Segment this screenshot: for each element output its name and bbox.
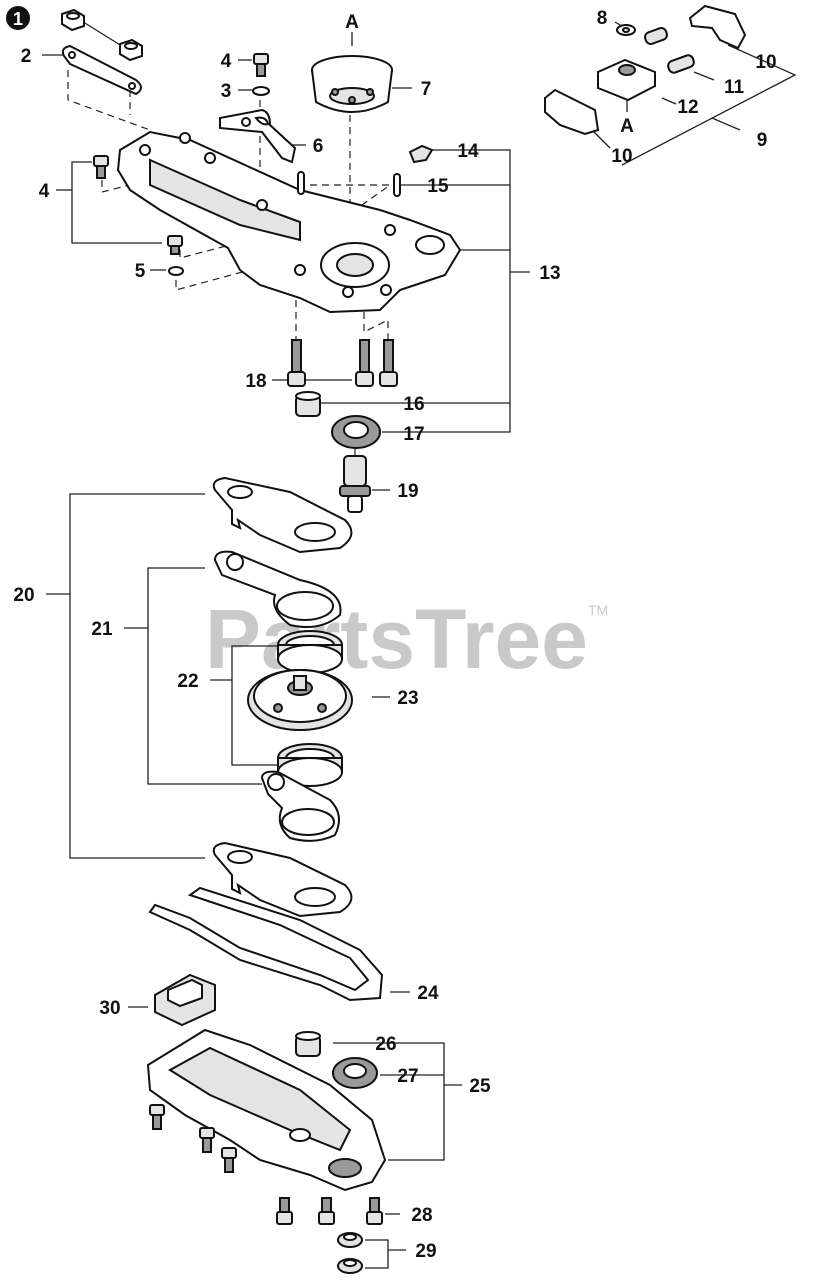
part-screws-lower bbox=[149, 1104, 383, 1225]
part-screws-long bbox=[287, 339, 398, 387]
callout-1-marker bbox=[6, 6, 30, 30]
callout-1: 1 bbox=[13, 9, 23, 29]
part-ball-bearing-27 bbox=[332, 1057, 378, 1089]
callout-12: 12 bbox=[677, 97, 698, 118]
callout-28: 28 bbox=[411, 1205, 432, 1226]
callout-7: 7 bbox=[421, 79, 432, 100]
callout-2: 2 bbox=[21, 46, 32, 67]
callout-16: 16 bbox=[403, 394, 424, 415]
part-gear-23 bbox=[247, 669, 353, 731]
part-needle-bearing-22-bottom bbox=[277, 743, 343, 787]
part-ball-bearing-17 bbox=[331, 415, 381, 449]
part-needle-bearing-22-top bbox=[277, 630, 343, 674]
callout-10-top: 10 bbox=[755, 52, 776, 73]
part-pad-30 bbox=[154, 973, 216, 1027]
section-mark-a-top: A bbox=[345, 12, 359, 33]
watermark-text: PartsTree bbox=[205, 592, 588, 686]
part-needle-bearing-26 bbox=[295, 1031, 321, 1057]
callout-18: 18 bbox=[245, 371, 266, 392]
part-gear-case-lower bbox=[146, 1028, 387, 1192]
callout-26: 26 bbox=[375, 1034, 396, 1055]
part-grease-fitting bbox=[408, 144, 434, 164]
callout-25: 25 bbox=[469, 1076, 491, 1097]
section-mark-a-right: A bbox=[620, 116, 634, 137]
part-nut bbox=[61, 8, 143, 62]
callout-23: 23 bbox=[397, 688, 418, 709]
part-washer-21-top bbox=[213, 550, 342, 628]
part-gasket-20-top bbox=[212, 476, 353, 554]
callout-10-bottom: 10 bbox=[611, 146, 632, 167]
part-dowel-pins bbox=[297, 171, 401, 197]
callout-13: 13 bbox=[539, 263, 560, 284]
callout-24: 24 bbox=[417, 983, 439, 1004]
callout-17: 17 bbox=[403, 424, 424, 445]
section-marks bbox=[351, 32, 628, 112]
callout-labels: 1 2 3 4 4 5 6 7 8 9 10 10 11 12 13 14 15… bbox=[6, 6, 777, 1262]
part-washer-21-bottom bbox=[260, 770, 340, 842]
leader-lines bbox=[42, 19, 797, 1269]
callout-15: 15 bbox=[427, 176, 449, 197]
callout-6: 6 bbox=[313, 136, 324, 157]
part-link-plate bbox=[61, 44, 142, 96]
callout-19: 19 bbox=[397, 481, 418, 502]
callout-27: 27 bbox=[397, 1066, 418, 1087]
part-gasket-20-bottom bbox=[212, 841, 353, 918]
callout-8: 8 bbox=[597, 8, 608, 29]
callout-9: 9 bbox=[757, 130, 768, 151]
callout-5: 5 bbox=[135, 261, 146, 282]
part-clutch-drum bbox=[311, 55, 393, 113]
callout-29: 29 bbox=[415, 1241, 436, 1262]
callout-20: 20 bbox=[13, 585, 34, 606]
callout-14: 14 bbox=[457, 141, 479, 162]
part-bracket-plate bbox=[219, 108, 297, 164]
callout-30: 30 bbox=[99, 998, 120, 1019]
part-bolts-small bbox=[93, 53, 270, 276]
part-caps-29 bbox=[337, 1232, 363, 1274]
callout-4-left: 4 bbox=[39, 181, 50, 202]
part-clutch-assembly-9 bbox=[544, 4, 747, 136]
callout-4-top: 4 bbox=[221, 51, 232, 72]
part-gasket-24 bbox=[148, 886, 384, 1002]
part-gear-housing-upper bbox=[116, 130, 462, 314]
part-needle-bearing-16 bbox=[295, 391, 321, 417]
callout-11: 11 bbox=[724, 77, 745, 98]
watermark-trademark: TM bbox=[588, 602, 608, 618]
callout-21: 21 bbox=[91, 619, 113, 640]
part-shaft-19 bbox=[339, 455, 371, 513]
callout-3: 3 bbox=[221, 81, 232, 102]
callout-22: 22 bbox=[177, 671, 198, 692]
